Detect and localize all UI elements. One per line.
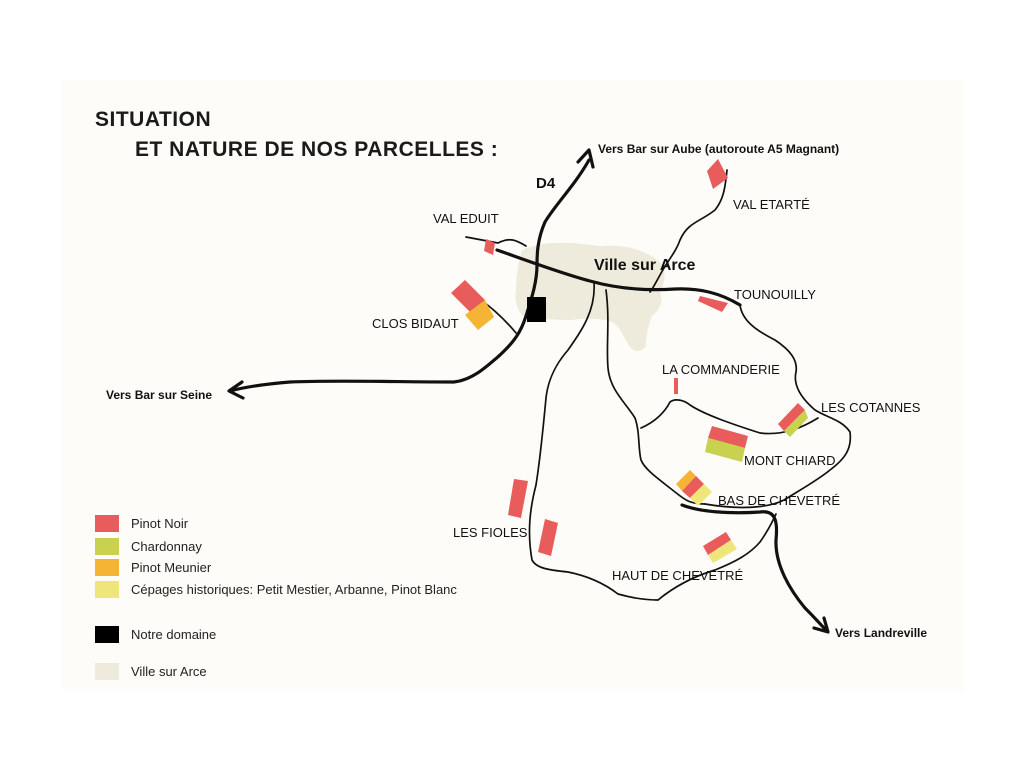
road-d4 bbox=[228, 158, 591, 393]
parcel-les-fioles-1 bbox=[508, 479, 528, 518]
legend-swatch bbox=[95, 558, 119, 576]
legend-item-historiques: Cépages historiques: Petit Mestier, Arba… bbox=[95, 580, 457, 598]
parcel-bas-chevetre-historiques bbox=[690, 484, 712, 506]
legend-item-pinot-noir: Pinot Noir bbox=[95, 514, 188, 532]
parcel-label-mont-chiard: MONT CHIARD bbox=[744, 453, 835, 468]
parcel-val-etarte bbox=[707, 159, 728, 189]
map-title-line1: SITUATION bbox=[95, 108, 212, 131]
road-main-east bbox=[495, 248, 742, 307]
parcel-mont-chiard-chardonnay bbox=[705, 438, 745, 462]
arrow-seine bbox=[227, 380, 245, 400]
parcel-la-commanderie bbox=[674, 378, 678, 394]
road-commanderie-branch bbox=[640, 399, 819, 435]
road-les-fioles bbox=[528, 281, 659, 601]
parcel-les-cotannes-pinot-noir bbox=[778, 403, 805, 431]
legend-label: Notre domaine bbox=[131, 626, 217, 642]
parcel-label-val-etarte: VAL ETARTÉ bbox=[733, 197, 810, 212]
legend-item-ville-sur-arce: Ville sur Arce bbox=[95, 662, 207, 680]
road-val-eduit bbox=[465, 236, 527, 247]
legend-label: Pinot Noir bbox=[131, 515, 189, 531]
parcel-les-fioles-2 bbox=[538, 519, 558, 556]
arrow-landreville bbox=[812, 616, 830, 634]
parcel-bas-chevetre-pinot-noir bbox=[682, 476, 704, 498]
village-label: Ville sur Arce bbox=[594, 257, 695, 274]
road-d4-label: D4 bbox=[536, 175, 556, 192]
direction-seine-label: Vers Bar sur Seine bbox=[106, 388, 212, 402]
parcel-label-val-eduit: VAL EDUIT bbox=[433, 211, 499, 226]
road-haut-chevetre bbox=[657, 513, 777, 601]
arrow-aube bbox=[576, 148, 595, 169]
parcel-label-tounouilly: TOUNOUILLY bbox=[734, 287, 816, 302]
parcel-les-cotannes-chardonnay bbox=[784, 410, 808, 437]
parcel-haut-chevetre-pinot-noir bbox=[703, 532, 731, 555]
legend-item-pinot-meunier: Pinot Meunier bbox=[95, 558, 211, 576]
direction-aube-label: Vers Bar sur Aube (autoroute A5 Magnant) bbox=[598, 142, 839, 156]
legend-label: Pinot Meunier bbox=[131, 559, 212, 575]
legend-item-chardonnay: Chardonnay bbox=[95, 537, 202, 555]
legend-swatch bbox=[95, 514, 119, 532]
legend-swatch bbox=[95, 537, 119, 555]
parcel-label-la-commanderie: LA COMMANDERIE bbox=[662, 362, 780, 377]
map-title-line2: ET NATURE DE NOS PARCELLES : bbox=[135, 138, 499, 161]
road-commanderie bbox=[605, 289, 706, 505]
parcel-label-clos-bidaut: CLOS BIDAUT bbox=[372, 316, 459, 331]
legend-swatch bbox=[95, 580, 119, 598]
parcel-label-haut-de-chevetre: HAUT DE CHEVETRÉ bbox=[612, 568, 744, 583]
direction-landreville-label: Vers Landreville bbox=[835, 626, 927, 640]
legend-label: Cépages historiques: Petit Mestier, Arba… bbox=[131, 581, 457, 597]
parcel-label-les-fioles: LES FIOLES bbox=[453, 525, 528, 540]
notre-domaine-marker bbox=[527, 297, 546, 322]
parcel-clos-bidaut-pinot-noir bbox=[451, 280, 485, 314]
legend-swatch bbox=[95, 625, 119, 643]
parcel-haut-chevetre-historiques bbox=[708, 540, 737, 563]
parcel-bas-chevetre-meunier bbox=[676, 470, 696, 491]
map-background bbox=[62, 80, 964, 690]
road-landreville bbox=[680, 503, 828, 632]
legend-label: Chardonnay bbox=[131, 538, 202, 554]
parcel-label-les-cotannes: LES COTANNES bbox=[821, 400, 921, 415]
parcel-val-eduit bbox=[484, 239, 495, 255]
parcel-mont-chiard-pinot-noir bbox=[708, 426, 748, 448]
road-val-etarte bbox=[649, 169, 728, 293]
parcel-tounouilly bbox=[698, 296, 728, 312]
parcel-label-bas-de-chevetre: BAS DE CHEVETRÉ bbox=[718, 493, 840, 508]
parcel-clos-bidaut-meunier bbox=[465, 300, 494, 330]
legend-label: Ville sur Arce bbox=[131, 663, 207, 679]
legend-item-notre-domaine: Notre domaine bbox=[95, 625, 216, 643]
legend-swatch bbox=[95, 662, 119, 680]
road-tounouilly-loop bbox=[704, 304, 852, 509]
